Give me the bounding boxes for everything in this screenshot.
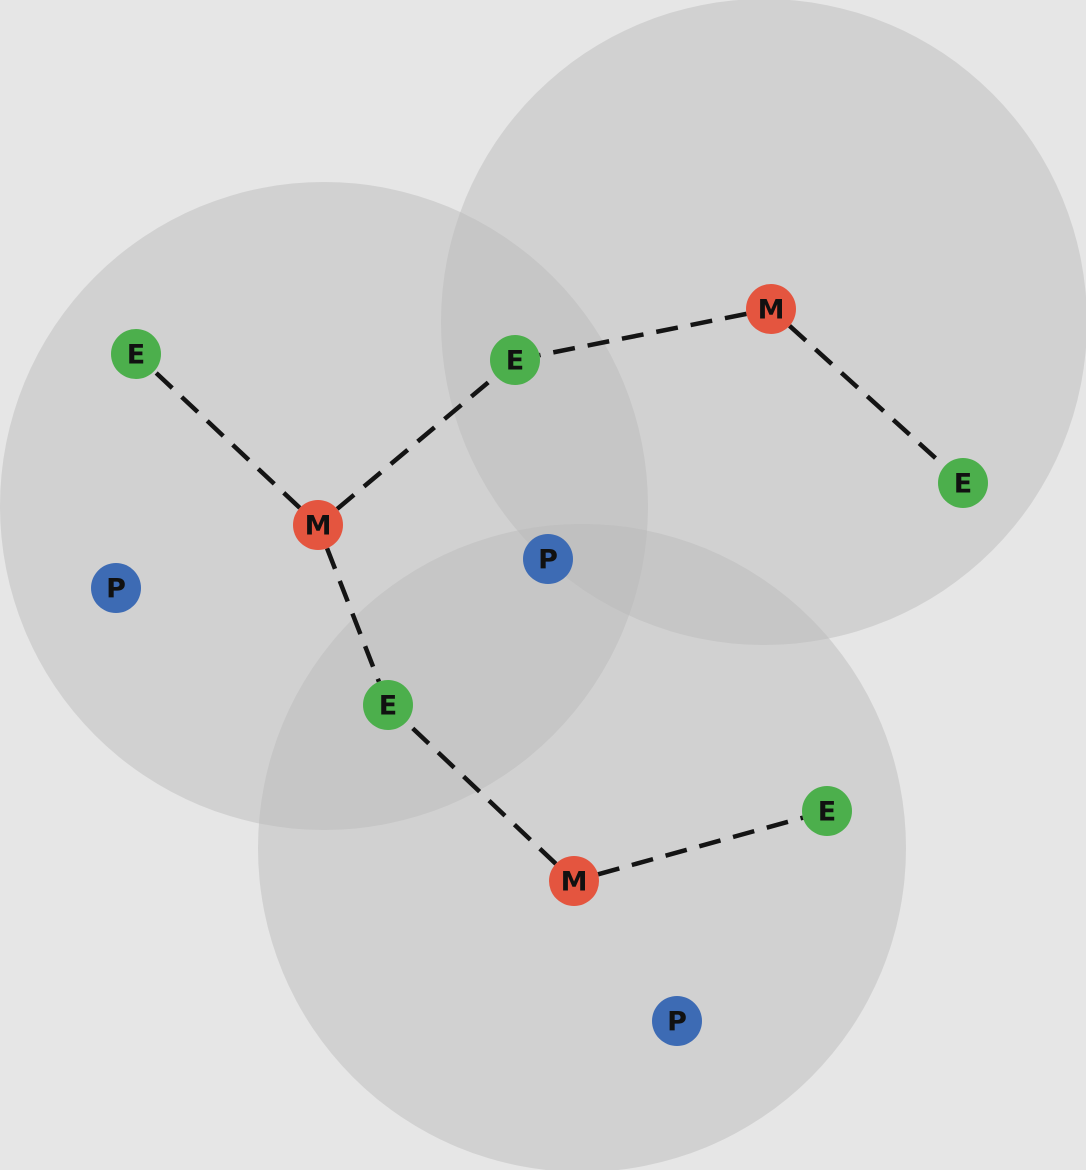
node-e2-circle bbox=[490, 335, 540, 385]
node-m2: M bbox=[746, 284, 796, 334]
node-e3-circle bbox=[938, 458, 988, 508]
node-e4-circle bbox=[363, 680, 413, 730]
node-e4: E bbox=[363, 680, 413, 730]
node-e3: E bbox=[938, 458, 988, 508]
node-e4-label: E bbox=[379, 691, 397, 722]
node-e1-circle bbox=[111, 329, 161, 379]
node-m1-circle bbox=[293, 500, 343, 550]
node-p3: P bbox=[652, 996, 702, 1046]
node-m3-label: M bbox=[561, 867, 588, 898]
node-m3: M bbox=[549, 856, 599, 906]
link-m2-e2 bbox=[539, 311, 747, 358]
node-p3-label: P bbox=[667, 1007, 687, 1038]
node-p2-label: P bbox=[538, 545, 558, 576]
node-p1: P bbox=[91, 563, 141, 613]
node-e5-label: E bbox=[818, 797, 836, 828]
node-m1: M bbox=[293, 500, 343, 550]
node-m3-circle bbox=[549, 856, 599, 906]
connection-links bbox=[152, 311, 946, 877]
node-e5-circle bbox=[802, 786, 852, 836]
node-e5: E bbox=[802, 786, 852, 836]
node-m2-circle bbox=[746, 284, 796, 334]
node-e2-label: E bbox=[506, 346, 524, 377]
link-m1-e4 bbox=[324, 547, 382, 683]
node-m1-label: M bbox=[305, 511, 332, 542]
node-e3-label: E bbox=[954, 469, 972, 500]
zone-bottom bbox=[258, 524, 906, 1170]
node-p2: P bbox=[523, 534, 573, 584]
link-m3-e5 bbox=[597, 815, 804, 877]
node-e1: E bbox=[111, 329, 161, 379]
node-p1-label: P bbox=[106, 574, 126, 605]
network-nodes: M M M E E E E E P P P bbox=[91, 284, 988, 1046]
node-p1-circle bbox=[91, 563, 141, 613]
node-p2-circle bbox=[523, 534, 573, 584]
node-e1-label: E bbox=[127, 340, 145, 371]
node-e2: E bbox=[490, 335, 540, 385]
node-m2-label: M bbox=[758, 295, 785, 326]
node-p3-circle bbox=[652, 996, 702, 1046]
